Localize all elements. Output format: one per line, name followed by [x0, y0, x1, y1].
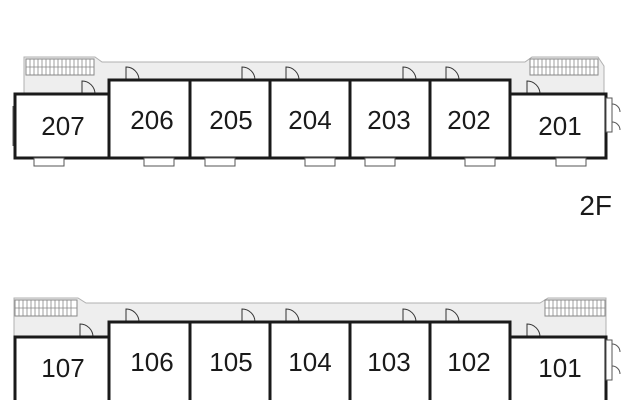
- room-204-label: 204: [288, 105, 331, 135]
- room-203-outline: [348, 78, 432, 160]
- room-102-label: 102: [447, 347, 490, 377]
- floor-2f: 207 206 205 204 203 202 201 2F: [12, 56, 621, 221]
- room-201-label: 201: [538, 111, 581, 141]
- room-105-label: 105: [209, 347, 252, 377]
- room-205-label: 205: [209, 105, 252, 135]
- stair-right-2f: [529, 58, 599, 76]
- rooms-2f: [13, 78, 608, 160]
- door-swings-1f: [79, 308, 541, 338]
- room-106-label: 106: [130, 347, 173, 377]
- room-101-label: 101: [538, 353, 581, 383]
- room-202-label: 202: [447, 105, 490, 135]
- door-swings-2f: [81, 66, 541, 95]
- room-103-label: 103: [367, 347, 410, 377]
- rooms-1f: [13, 320, 608, 400]
- room-106-outline: [107, 320, 192, 400]
- stair-right-1f: [544, 299, 606, 317]
- floor-label-2f: 2F: [579, 190, 612, 221]
- room-102-outline: [428, 320, 512, 400]
- side-openings-2f: [12, 97, 621, 146]
- room-201-outline: [508, 92, 608, 160]
- room-107-outline: [13, 335, 111, 400]
- room-206-label: 206: [130, 105, 173, 135]
- room-104-outline: [268, 320, 352, 400]
- room-107-label: 107: [41, 353, 84, 383]
- room-203-label: 203: [367, 105, 410, 135]
- room-104-label: 104: [288, 347, 331, 377]
- balconies-2f: [33, 157, 587, 167]
- stair-left-2f: [25, 58, 95, 76]
- stair-left-1f: [14, 299, 78, 317]
- floor-1f: 107 106 105 104 103 102 101: [13, 297, 621, 400]
- room-207-label: 207: [41, 111, 84, 141]
- side-openings-1f: [605, 339, 621, 381]
